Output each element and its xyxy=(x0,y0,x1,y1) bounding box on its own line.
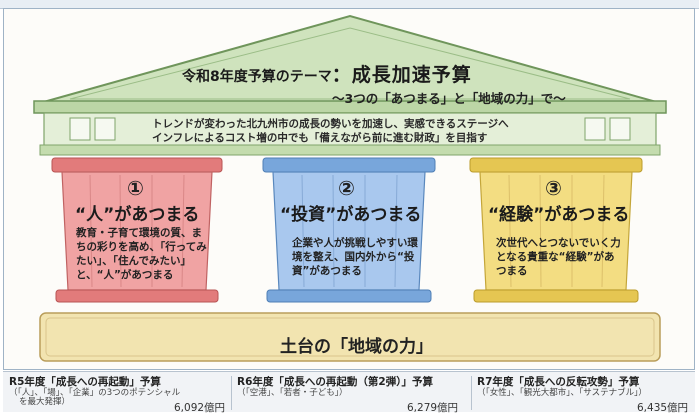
pillar-3-desc: 次世代へとつないでいく力となる貴重な“経験”があつまる xyxy=(496,237,621,277)
budget-r6-title: R6年度「成長への再起動（第2弾）」予算 xyxy=(237,376,433,388)
budget-r7-amount: 6,435億円 xyxy=(637,402,689,414)
budget-r5-amount: 6,092億円 xyxy=(174,402,226,414)
budget-r7: R7年度「成長への反転攻勢」予算 （「女性」、「観光大都市」、「サステナブル」）… xyxy=(477,374,693,414)
band-line-1: トレンドが変わった北九州市の成長の勢いを加速し、実感できるステージへ xyxy=(152,118,509,130)
pillar-2-desc: 企業や人が挑戦しやすい環境を整え、国内外から“投資”があつまる xyxy=(292,237,418,277)
band-line-2: インフレによるコスト増の中でも「備えながら前に進む財政」を目指す xyxy=(152,132,488,144)
pillar-1-desc: 教育・子育て環境の質、まちの彩りを高め、「行ってみたい」、「住んでみたい」と、“… xyxy=(76,227,207,281)
pillar-1-title: “人”があつまる xyxy=(75,205,200,225)
budget-r6: R6年度「成長への再起動（第2弾）」予算 （「空港」、「若者・子ども」） 6,2… xyxy=(237,374,467,414)
budget-history: R5年度「成長への再起動」予算 （「人」、「場」、「企業」の3つのポテンシャル … xyxy=(3,371,695,414)
budget-r6-amount: 6,279億円 xyxy=(407,402,459,414)
pillar-1-shape xyxy=(51,157,223,303)
theme-title-main: ：成長加速予算 xyxy=(331,64,472,86)
pillar-2-shape xyxy=(262,157,436,303)
foundation-base xyxy=(39,312,661,362)
budget-r7-title: R7年度「成長への反転攻勢」予算 xyxy=(477,376,640,388)
budget-r5-note-1: （「人」、「場」、「企業」の3つのポテンシャル xyxy=(9,388,181,398)
theme-subtitle: ～3つの「あつまる」と「地域の力」で～ xyxy=(332,91,566,106)
pillar-3-number: ③ xyxy=(545,176,562,200)
pillar-3-shape xyxy=(469,157,643,303)
pillar-2-title: “投資”があつまる xyxy=(280,205,422,225)
pillar-1-number: ① xyxy=(127,176,144,200)
pillar-3-title: “経験”があつまる xyxy=(488,205,630,225)
budget-r7-note-1: （「女性」、「観光大都市」、「サステナブル」） xyxy=(477,388,647,398)
entablature-band xyxy=(43,112,657,148)
budget-r5: R5年度「成長への再起動」予算 （「人」、「場」、「企業」の3つのポテンシャル … xyxy=(9,374,229,414)
budget-r6-note-1: （「空港」、「若者・子ども」） xyxy=(237,388,348,398)
pillar-2-number: ② xyxy=(338,176,355,200)
budget-divider xyxy=(471,376,472,410)
foundation-label: 土台の「地域の力」 xyxy=(280,337,433,357)
budget-r5-note-2: を最大発揮） xyxy=(19,397,71,407)
theme-title: 令和8年度予算のテーマ：成長加速予算 xyxy=(182,60,472,87)
budget-r5-title: R5年度「成長への再起動」予算 xyxy=(9,376,161,388)
budget-divider xyxy=(231,376,232,410)
top-strip-text xyxy=(6,0,566,5)
theme-title-prefix: 令和8年度予算のテーマ xyxy=(182,69,332,85)
